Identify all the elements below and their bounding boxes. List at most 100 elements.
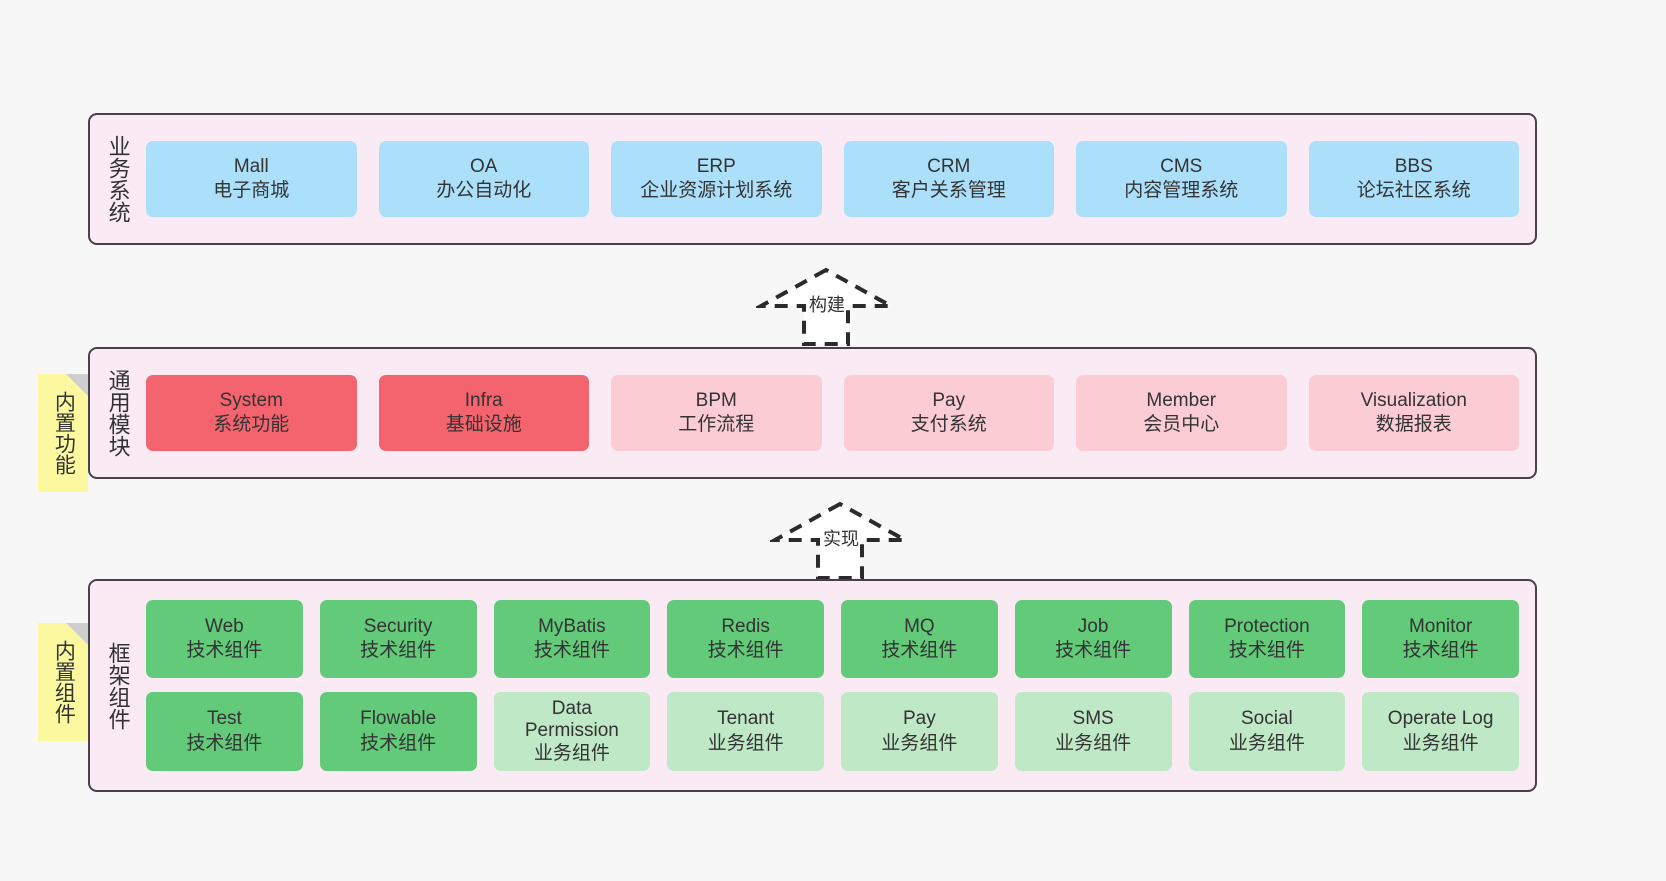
node-mall[interactable]: Mall 电子商城 (146, 141, 357, 217)
node-subtitle: 内容管理系统 (1124, 180, 1239, 201)
node-row: Test 技术组件 Flowable 技术组件 Data Permission … (146, 692, 1519, 771)
node-subtitle: 技术组件 (1055, 640, 1132, 661)
layer-body-business-system: Mall 电子商城 OA 办公自动化 ERP 企业资源计划系统 CRM 客户关系… (146, 115, 1535, 243)
node-flowable[interactable]: Flowable 技术组件 (319, 692, 477, 771)
layer-body-framework-components: Web 技术组件 Security 技术组件 MyBatis 技术组件 Redi… (146, 581, 1535, 790)
node-title: ERP (696, 155, 736, 177)
node-subtitle: 工作流程 (678, 414, 755, 435)
node-subtitle: 论坛社区系统 (1356, 180, 1471, 201)
node-subtitle: 技术组件 (1402, 640, 1479, 661)
node-cms[interactable]: CMS 内容管理系统 (1076, 141, 1287, 217)
layer-business-system: 业务系统 Mall 电子商城 OA 办公自动化 ERP 企业资源计划系统 CRM… (88, 113, 1537, 245)
node-subtitle: 技术组件 (881, 640, 958, 661)
node-title: Pay (932, 389, 966, 411)
node-subtitle: 技术组件 (533, 640, 610, 661)
node-mq[interactable]: MQ 技术组件 (841, 600, 998, 678)
node-job[interactable]: Job 技术组件 (1014, 600, 1172, 678)
node-title: Tenant (717, 708, 775, 730)
node-bbs[interactable]: BBS 论坛社区系统 (1308, 141, 1519, 217)
node-subtitle: 业务组件 (533, 742, 610, 764)
node-pay-module[interactable]: Pay 支付系统 (843, 375, 1054, 451)
node-title: Member (1146, 389, 1217, 411)
note-label: 内置组件 (52, 640, 76, 724)
node-title: System (219, 389, 283, 411)
node-subtitle: 支付系统 (910, 414, 987, 435)
node-subtitle: 技术组件 (360, 640, 437, 661)
node-subtitle: 业务组件 (1402, 732, 1479, 754)
note-label: 内置功能 (52, 391, 76, 475)
node-title: SMS (1072, 708, 1114, 730)
node-title: Mall (233, 155, 269, 177)
node-subtitle: 技术组件 (360, 732, 437, 754)
node-operate-log[interactable]: Operate Log 业务组件 (1362, 692, 1519, 771)
node-subtitle: 业务组件 (1228, 732, 1305, 754)
node-title: MQ (904, 615, 935, 637)
layer-label-business-system: 业务系统 (105, 135, 131, 223)
layer-body-common-module: System 系统功能 Infra 基础设施 BPM 工作流程 Pay 支付系统… (146, 349, 1535, 477)
node-data-permission[interactable]: Data Permission 业务组件 (493, 692, 651, 771)
node-subtitle: 系统功能 (213, 414, 290, 435)
note-fold-corner-icon (66, 623, 88, 645)
node-title: BBS (1394, 155, 1433, 177)
node-crm[interactable]: CRM 客户关系管理 (843, 141, 1054, 217)
node-title: Protection (1224, 615, 1310, 637)
dashed-hollow-arrow-up-icon (753, 267, 899, 346)
node-title: Infra (464, 389, 503, 411)
node-title: BPM (695, 389, 737, 411)
node-title: Security (363, 615, 433, 637)
node-oa[interactable]: OA 办公自动化 (378, 141, 589, 217)
node-web[interactable]: Web 技术组件 (146, 600, 303, 678)
node-title: OA (470, 155, 498, 177)
node-title: Data Permission (524, 697, 619, 742)
layer-label-common-module: 通用模块 (105, 369, 131, 457)
node-title: Monitor (1408, 615, 1473, 637)
node-subtitle: 数据报表 (1375, 414, 1452, 435)
node-title: Test (206, 708, 242, 730)
node-subtitle: 办公自动化 (436, 180, 532, 201)
node-bpm[interactable]: BPM 工作流程 (611, 375, 822, 451)
layer-label-framework-components: 框架组件 (105, 641, 131, 730)
node-monitor[interactable]: Monitor 技术组件 (1362, 600, 1519, 678)
node-visualization[interactable]: Visualization 数据报表 (1308, 375, 1519, 451)
node-security[interactable]: Security 技术组件 (319, 600, 477, 678)
node-infra[interactable]: Infra 基础设施 (378, 375, 589, 451)
node-subtitle: 技术组件 (186, 732, 263, 754)
node-redis[interactable]: Redis 技术组件 (667, 600, 824, 678)
node-row: Web 技术组件 Security 技术组件 MyBatis 技术组件 Redi… (146, 600, 1519, 678)
layer-common-module: 通用模块 System 系统功能 Infra 基础设施 BPM 工作流程 Pay… (88, 347, 1537, 479)
layer-framework-components: 框架组件 Web 技术组件 Security 技术组件 MyBatis 技术组件… (88, 579, 1537, 792)
node-pay-component[interactable]: Pay 业务组件 (841, 692, 998, 771)
node-erp[interactable]: ERP 企业资源计划系统 (611, 141, 822, 217)
connector-implement: 实现 (767, 492, 920, 580)
node-tenant[interactable]: Tenant 业务组件 (667, 692, 824, 771)
node-subtitle: 电子商城 (213, 180, 290, 201)
node-member[interactable]: Member 会员中心 (1076, 375, 1287, 451)
node-protection[interactable]: Protection 技术组件 (1188, 600, 1346, 678)
node-title: Operate Log (1387, 708, 1494, 730)
node-subtitle: 技术组件 (707, 640, 784, 661)
note-builtin-features: 内置功能 (38, 374, 88, 492)
node-mybatis[interactable]: MyBatis 技术组件 (493, 600, 651, 678)
node-subtitle: 业务组件 (707, 732, 784, 754)
dashed-hollow-arrow-up-icon (767, 501, 913, 580)
note-fold-corner-icon (66, 374, 88, 396)
node-subtitle: 会员中心 (1143, 414, 1220, 435)
node-system[interactable]: System 系统功能 (146, 375, 357, 451)
node-title: MyBatis (538, 615, 606, 637)
node-sms[interactable]: SMS 业务组件 (1014, 692, 1172, 771)
node-title: Social (1241, 708, 1293, 730)
node-social[interactable]: Social 业务组件 (1188, 692, 1346, 771)
connector-build: 构建 (753, 258, 906, 346)
node-row: System 系统功能 Infra 基础设施 BPM 工作流程 Pay 支付系统… (146, 375, 1519, 451)
note-builtin-components: 内置组件 (38, 623, 88, 741)
node-subtitle: 基础设施 (445, 414, 522, 435)
connector-label-implement: 实现 (823, 529, 859, 549)
node-subtitle: 技术组件 (1228, 640, 1305, 661)
node-test[interactable]: Test 技术组件 (146, 692, 303, 771)
node-subtitle: 业务组件 (881, 732, 958, 754)
node-subtitle: 业务组件 (1055, 732, 1132, 754)
node-title: Flowable (360, 708, 437, 730)
connector-label-build: 构建 (809, 295, 845, 315)
node-title: CRM (927, 155, 971, 177)
node-title: Web (205, 615, 244, 637)
